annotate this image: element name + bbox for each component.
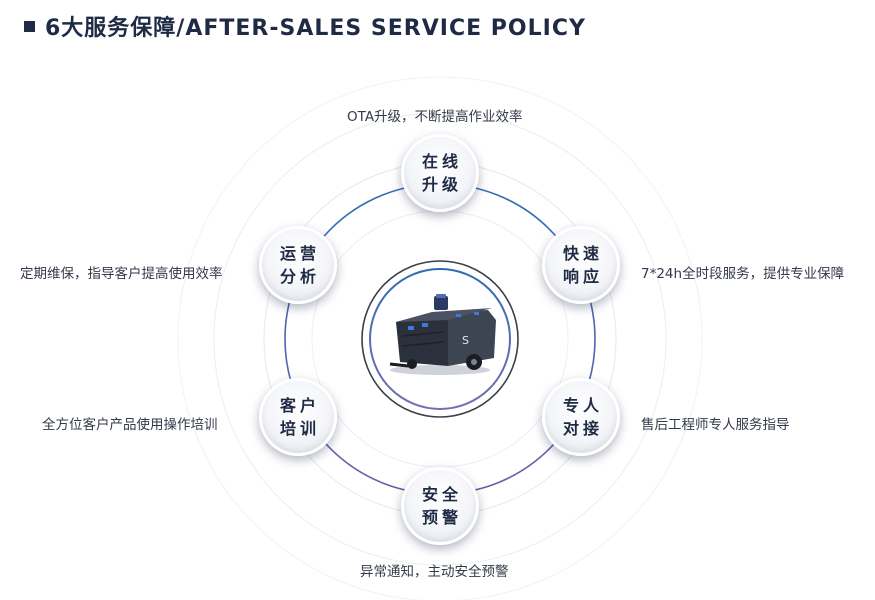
node-label-line1: 专人 <box>562 396 603 415</box>
node-label-line2: 升级 <box>421 175 462 194</box>
caption-quick-response: 7*24h全时段服务，提供专业保障 <box>641 266 845 282</box>
page-title: 6大服务保障/AFTER-SALES SERVICE POLICY <box>45 16 586 41</box>
node-label-line2: 对接 <box>562 419 603 438</box>
title-bullet <box>24 20 35 32</box>
caption-dedicated-contact: 售后工程师专人服务指导 <box>641 417 790 433</box>
svg-text:S: S <box>462 334 469 347</box>
node-label-line1: 运营 <box>279 244 320 263</box>
node-customer-training: 客户 培训 <box>259 378 337 456</box>
node-safety-warning: 安全 预警 <box>401 467 479 545</box>
node-online-upgrade: 在线 升级 <box>401 134 479 212</box>
center-outer-ring <box>361 260 519 418</box>
caption-safety-warning: 异常通知，主动安全预警 <box>360 564 509 580</box>
node-label-line1: 在线 <box>421 152 462 171</box>
outer-ring-2 <box>213 112 667 566</box>
node-operation-analysis: 运营 分析 <box>259 226 337 304</box>
caption-operation-analysis: 定期维保，指导客户提高使用效率 <box>20 266 223 282</box>
node-label-line2: 预警 <box>421 508 462 527</box>
node-label-line2: 响应 <box>562 267 603 286</box>
outer-ring-3 <box>177 76 703 600</box>
section-header: 6大服务保障/AFTER-SALES SERVICE POLICY <box>24 10 586 42</box>
caption-online-upgrade: OTA升级，不断提高作业效率 <box>347 109 523 125</box>
node-dedicated-contact: 专人 对接 <box>542 378 620 456</box>
node-label-line1: 安全 <box>421 485 462 504</box>
node-quick-response: 快速 响应 <box>542 226 620 304</box>
robot-illustration: S <box>389 294 496 375</box>
node-label-line1: 快速 <box>562 244 603 263</box>
node-label-line2: 分析 <box>279 267 320 286</box>
node-label-line2: 培训 <box>279 419 320 438</box>
node-label-line1: 客户 <box>279 396 320 415</box>
caption-customer-training: 全方位客户产品使用操作培训 <box>42 417 218 433</box>
